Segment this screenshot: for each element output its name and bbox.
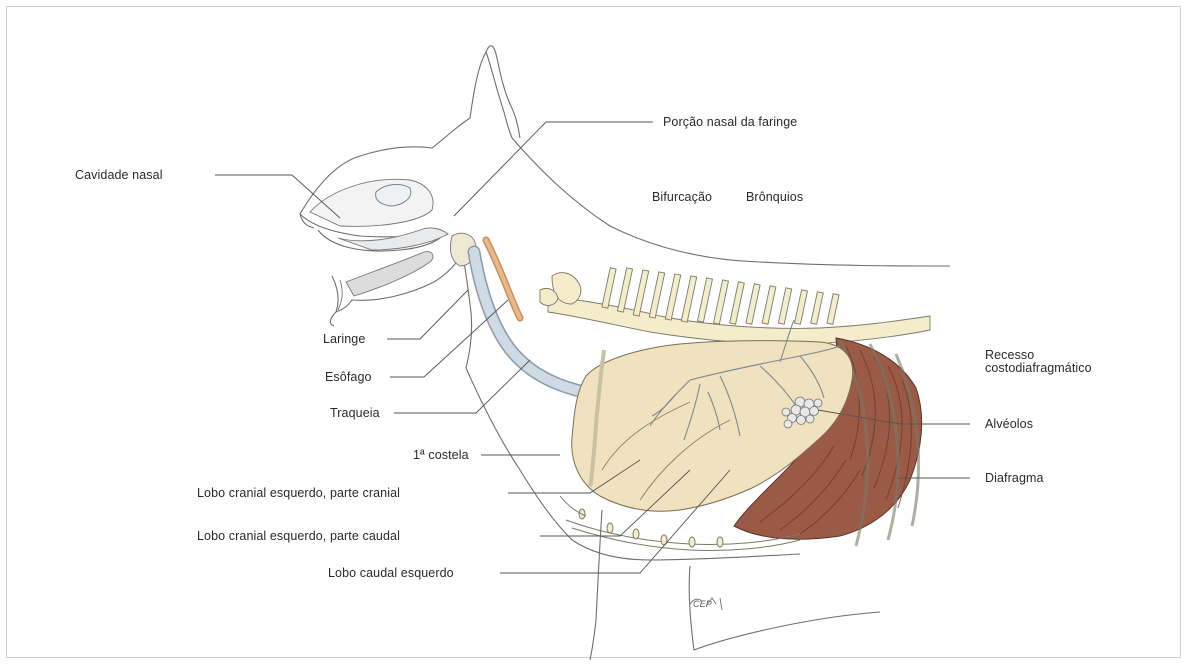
label-lobo-caudal: Lobo caudal esquerdo	[328, 566, 454, 580]
label-esofago: Esôfago	[325, 370, 372, 384]
label-porcao-nasal-faringe: Porção nasal da faringe	[663, 115, 797, 129]
label-laringe: Laringe	[323, 332, 365, 346]
label-lobo-cranial-parte-caudal: Lobo cranial esquerdo, parte caudal	[197, 529, 400, 543]
label-cavidade-nasal: Cavidade nasal	[75, 168, 163, 182]
label-recesso-line2: costodiafragmático	[985, 361, 1092, 375]
label-traqueia: Traqueia	[330, 406, 380, 420]
label-bifurcacao: Bifurcação	[652, 190, 712, 204]
label-bronquios: Brônquios	[746, 190, 803, 204]
label-recesso-line1: Recesso	[985, 348, 1034, 362]
label-primeira-costela: 1ª costela	[413, 448, 469, 462]
head-structures	[310, 179, 476, 310]
label-lobo-cranial-parte-cranial: Lobo cranial esquerdo, parte cranial	[197, 486, 400, 500]
label-alveolos: Alvéolos	[985, 417, 1033, 431]
label-diafragma: Diafragma	[985, 471, 1044, 485]
artist-signature: CEP	[693, 597, 712, 611]
vertebral-column	[540, 268, 930, 345]
